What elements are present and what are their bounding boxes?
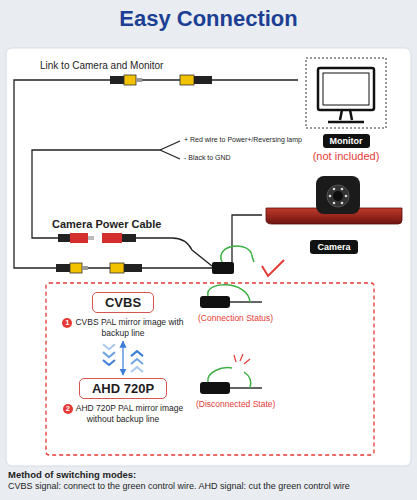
power-plug: [70, 233, 88, 243]
switch-arrow: [122, 341, 123, 375]
mode-box: CVBS 1CVBS PAL mirror image with backup l…: [62, 292, 184, 338]
mode-description-row: 1CVBS PAL mirror image with backup line: [62, 317, 184, 338]
power-wire: [160, 141, 180, 150]
green-control-wire: [221, 246, 254, 262]
monitor-screen: [318, 68, 374, 110]
camera-body: [316, 176, 360, 214]
note: Method of switching modes:: [8, 469, 136, 480]
power-plug: [58, 233, 94, 243]
camera: Camera: [262, 170, 406, 254]
mode-description: AHD 720P PAL mirror image without backup…: [76, 403, 184, 424]
power-wire: [136, 238, 212, 266]
camera-led: [345, 195, 348, 198]
monitor-outline: [306, 58, 386, 128]
part-name: Camera: [310, 240, 357, 254]
status-label: (Connection Status): [198, 313, 273, 323]
connected-plug: [230, 301, 262, 302]
connector-group: [14, 80, 298, 268]
rca-socket: [194, 76, 212, 84]
rca-plug: [136, 78, 142, 82]
disconnected-plug: [200, 354, 262, 394]
disconnected-plug: [200, 382, 230, 394]
mode-description: CVBS PAL mirror image with backup line: [75, 317, 183, 338]
rca-plug: [56, 264, 70, 272]
rca-plug: [110, 75, 142, 85]
camera-led: [341, 202, 344, 205]
disconnected-plug: [208, 368, 232, 382]
camera-led: [329, 195, 332, 198]
wire-label: Link to Camera and Monitor: [40, 60, 163, 72]
camera-lens: [327, 185, 349, 207]
junction-box: [212, 262, 234, 274]
heading-row: AHD 720P: [62, 378, 184, 399]
wire-label: + Red wire to Power+/Reversing lamp: [184, 136, 302, 144]
monitor-icon: [298, 56, 394, 130]
rca-socket: [110, 263, 124, 273]
chevron: [103, 344, 115, 349]
panel: [6, 48, 411, 466]
camera-led: [333, 188, 336, 191]
heading-row: CVBS: [62, 292, 184, 313]
connector-group: [103, 341, 143, 375]
rca-plug: [124, 75, 136, 85]
note: CVBS signal: connect to the green contro…: [8, 481, 409, 492]
mode-description-row: 2AHD 720P PAL mirror image without backu…: [62, 403, 184, 424]
connected-plug: [208, 285, 250, 302]
title: Easy Connection: [0, 6, 417, 32]
pointer-arrow: [262, 260, 284, 276]
chevron: [131, 359, 143, 364]
power-plug: [88, 236, 94, 240]
mode-name: CVBS: [92, 292, 154, 313]
disconnected-plug: [234, 354, 250, 364]
part-name: Monitor: [323, 134, 370, 148]
power-wire: [160, 150, 180, 159]
camera-led: [333, 202, 336, 205]
connected-plug: [200, 296, 230, 308]
power-plug: [58, 234, 70, 242]
camera-icon: [262, 170, 406, 236]
camera-lens: [333, 191, 343, 201]
wire-label: - Black to GND: [184, 154, 231, 162]
disconnected-plug: [230, 387, 262, 388]
camera-led: [341, 188, 344, 191]
mode-name: AHD 720P: [79, 378, 167, 399]
heading-row: Monitor: [298, 130, 394, 148]
rca-socket: [180, 75, 212, 85]
chevron: [103, 360, 115, 365]
callout-number: 1: [62, 318, 72, 328]
rca-socket: [180, 75, 194, 85]
power-socket: [102, 233, 122, 243]
rca-plug: [56, 263, 88, 273]
mode-frame: [46, 283, 374, 455]
video-cable: [14, 80, 298, 268]
chevron: [131, 367, 143, 372]
connected-plug: [200, 285, 262, 308]
monitor: Monitor (not included): [298, 56, 394, 162]
monitor-screen: [323, 73, 369, 105]
power-socket: [122, 234, 136, 242]
rca-plug: [82, 266, 88, 270]
note: (not included): [298, 150, 394, 162]
mode-box: AHD 720P 2AHD 720P PAL mirror image witho…: [62, 378, 184, 424]
callout-number: 2: [63, 404, 73, 414]
power-socket: [102, 233, 136, 243]
wire-label: Camera Power Cable: [52, 218, 161, 231]
monitor-stand: [328, 110, 364, 122]
chevron: [103, 352, 115, 357]
heading-row: Camera: [262, 236, 406, 254]
status-label: (Disconnected State): [196, 399, 275, 409]
rca-plug: [110, 76, 124, 84]
rca-socket: [124, 264, 142, 272]
rca-plug: [70, 263, 82, 273]
rca-socket: [110, 263, 142, 273]
chevron: [131, 351, 143, 356]
disconnected-plug: [244, 372, 251, 388]
